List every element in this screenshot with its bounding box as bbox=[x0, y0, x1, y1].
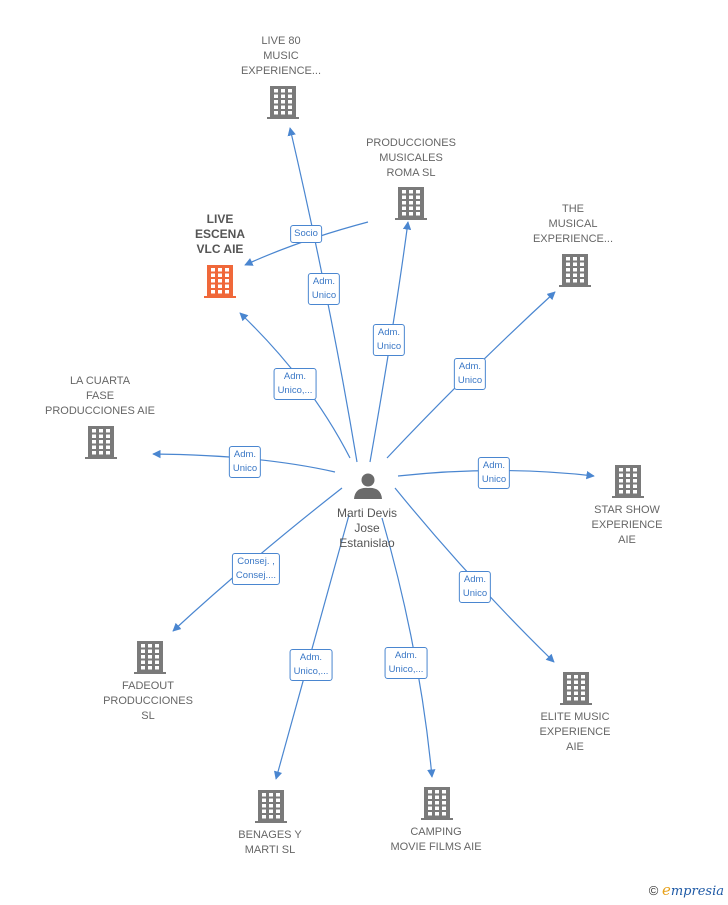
edge-label-elite[interactable]: Adm. Unico bbox=[458, 571, 492, 603]
edge-label-musical[interactable]: Adm. Unico bbox=[453, 358, 487, 390]
building-icon-starshow[interactable] bbox=[612, 465, 644, 498]
edge-label-liveescena[interactable]: Socio bbox=[290, 225, 322, 243]
company-label-starshow[interactable]: STAR SHOW EXPERIENCE AIE bbox=[591, 504, 663, 546]
building-icon-benages[interactable] bbox=[255, 790, 287, 823]
company-label-camping[interactable]: CAMPING MOVIE FILMS AIE bbox=[390, 826, 482, 853]
building-icon-cuarta[interactable] bbox=[85, 426, 117, 459]
edge-benages bbox=[273, 514, 350, 780]
building-icon-liveescena[interactable] bbox=[204, 265, 236, 298]
footer-brand[interactable]: © empresia bbox=[649, 881, 724, 899]
nodes-layer bbox=[85, 86, 644, 823]
edge-label-starshow[interactable]: Adm. Unico bbox=[477, 457, 511, 489]
company-label-elite[interactable]: ELITE MUSIC EXPERIENCE AIE bbox=[539, 711, 611, 753]
edge-label-liveescena[interactable]: Adm. Unico,... bbox=[273, 368, 317, 400]
edge-label-fadeout[interactable]: Consej. , Consej.... bbox=[231, 553, 281, 585]
copyright-symbol: © bbox=[648, 883, 659, 898]
edge-label-cuarta[interactable]: Adm. Unico bbox=[228, 446, 262, 478]
building-icon-camping[interactable] bbox=[421, 787, 453, 820]
person-icon[interactable] bbox=[354, 473, 382, 500]
building-icon-musical[interactable] bbox=[559, 254, 591, 287]
person-label[interactable]: Marti Devis Jose Estanislao bbox=[336, 506, 398, 550]
company-label-musical[interactable]: THE MUSICAL EXPERIENCE... bbox=[532, 203, 614, 245]
company-label-live80[interactable]: LIVE 80 MUSIC EXPERIENCE... bbox=[240, 35, 322, 77]
company-label-benages[interactable]: BENAGES Y MARTI SL bbox=[238, 829, 302, 856]
building-icon-roma[interactable] bbox=[395, 187, 427, 220]
building-icon-live80[interactable] bbox=[267, 86, 299, 119]
company-label-roma[interactable]: PRODUCCIONES MUSICALES ROMA SL bbox=[366, 137, 456, 179]
edge-label-roma[interactable]: Adm. Unico bbox=[372, 324, 406, 356]
edge-label-benages[interactable]: Adm. Unico,... bbox=[289, 649, 333, 681]
brand-logo: empresia bbox=[661, 881, 724, 899]
company-label-cuarta[interactable]: LA CUARTA FASE PRODUCCIONES AIE bbox=[44, 375, 156, 417]
building-icon-fadeout[interactable] bbox=[134, 641, 166, 674]
company-label-fadeout[interactable]: FADEOUT PRODUCCIONES SL bbox=[103, 680, 193, 722]
edge-label-camping[interactable]: Adm. Unico,... bbox=[384, 647, 428, 679]
company-label-liveescena[interactable]: LIVE ESCENA VLC AIE bbox=[194, 212, 246, 256]
building-icon-elite[interactable] bbox=[560, 672, 592, 705]
edge-label-live80[interactable]: Adm. Unico bbox=[307, 273, 341, 305]
